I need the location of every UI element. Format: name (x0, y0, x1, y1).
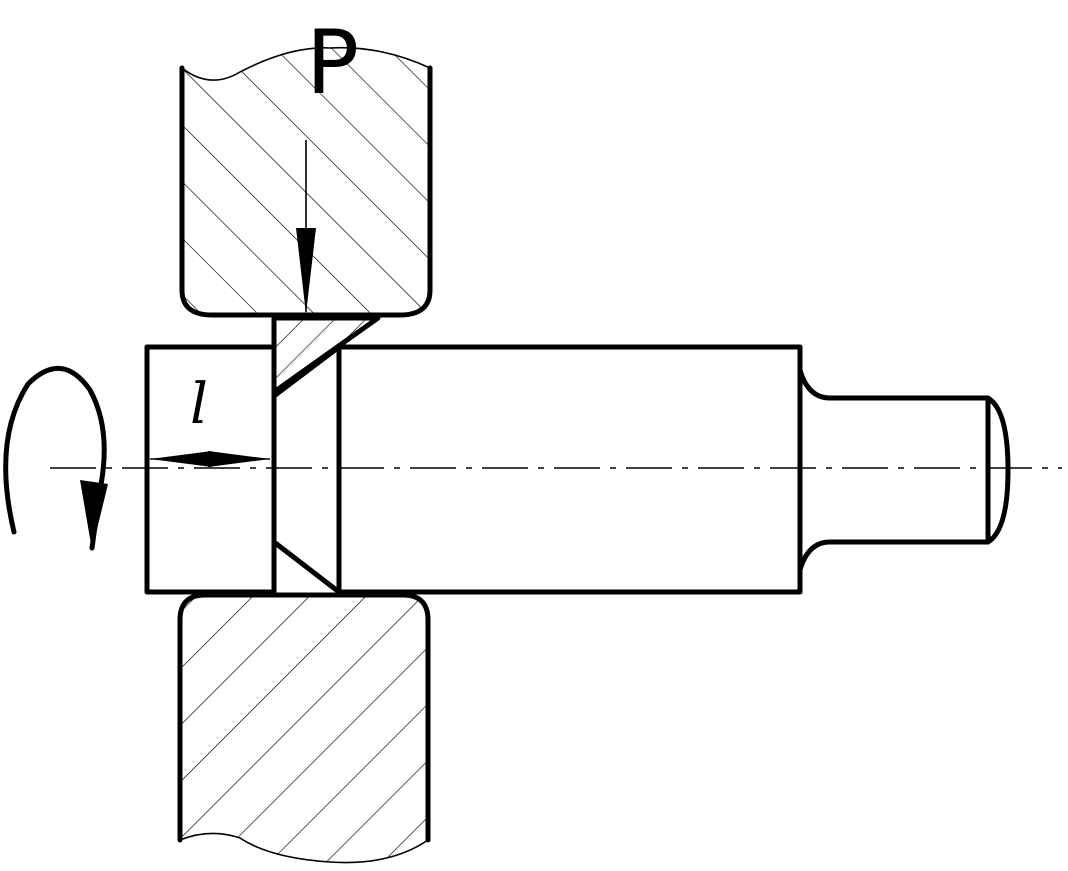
chamfer-lower-edge (271, 539, 342, 595)
rotation-arrow-icon (3, 366, 108, 551)
length-dimension (150, 451, 270, 467)
force-label: P (306, 11, 359, 114)
lower-roller (177, 592, 431, 864)
pin-end-dome (985, 395, 1011, 545)
workpiece (144, 315, 1011, 595)
workpiece-head (144, 344, 277, 595)
force-arrow (296, 140, 316, 314)
lower-roller-body (180, 595, 428, 863)
length-label: l (190, 372, 208, 437)
workpiece-pin (797, 367, 991, 573)
workpiece-shank (336, 344, 803, 595)
chamfer-upper-edge (271, 344, 342, 399)
